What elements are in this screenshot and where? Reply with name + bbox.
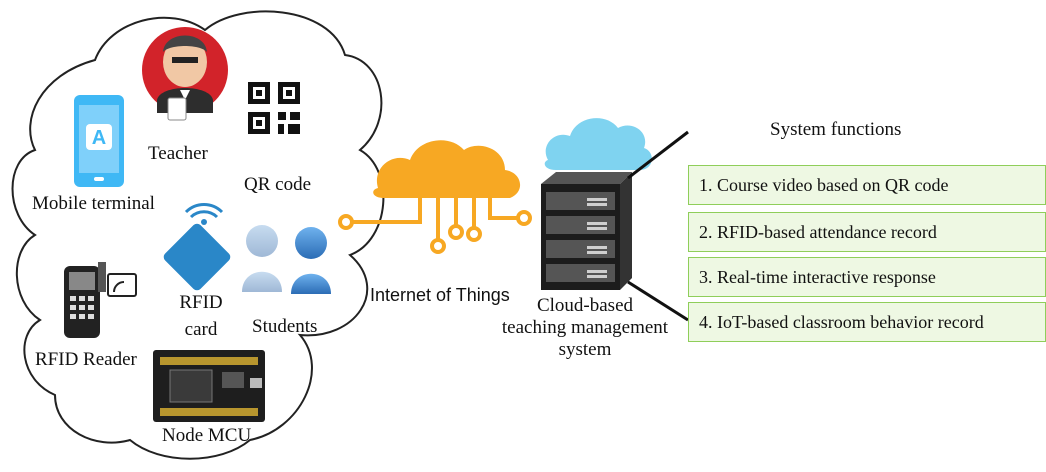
server-label-line2: teaching management — [501, 316, 669, 338]
rfid-card-label-line1: RFID — [179, 292, 223, 313]
svg-text:A: A — [92, 127, 106, 149]
rfid-reader-label: RFID Reader — [35, 349, 137, 370]
rfid-card-icon — [163, 203, 231, 291]
iot-label: Internet of Things — [370, 285, 510, 305]
device-cloud-outline — [11, 10, 385, 460]
server-label-line3: system — [558, 338, 612, 360]
function-item: 3. Real-time interactive response — [688, 257, 1046, 297]
connector-bottom — [627, 280, 689, 322]
qr-code-label: QR code — [244, 174, 312, 195]
connector-top — [627, 130, 689, 180]
teacher-icon — [142, 27, 228, 121]
function-item: 1. Course video based on QR code — [688, 165, 1046, 205]
qr-code-icon — [248, 82, 300, 134]
cloud-server-icon — [541, 118, 652, 290]
function-item: 4. IoT-based classroom behavior record — [688, 302, 1046, 342]
rfid-reader-icon — [64, 262, 137, 338]
teacher-label: Teacher — [148, 143, 208, 164]
server-label-line1: Cloud-based — [536, 295, 634, 316]
system-functions-title: System functions — [770, 119, 902, 140]
rfid-card-label-line2: card — [184, 318, 218, 340]
mobile-terminal-icon: A — [74, 95, 124, 187]
node-mcu-icon — [153, 350, 265, 422]
rfid-card-label: RFID card — [178, 292, 224, 341]
function-item: 2. RFID-based attendance record — [688, 212, 1046, 252]
node-mcu-label: Node MCU — [162, 425, 252, 446]
students-icon — [242, 225, 331, 294]
mobile-terminal-label: Mobile terminal — [32, 193, 155, 214]
iot-cloud-icon — [338, 140, 532, 254]
server-label: Cloud-based teaching management system — [492, 295, 678, 361]
students-label: Students — [252, 316, 318, 337]
